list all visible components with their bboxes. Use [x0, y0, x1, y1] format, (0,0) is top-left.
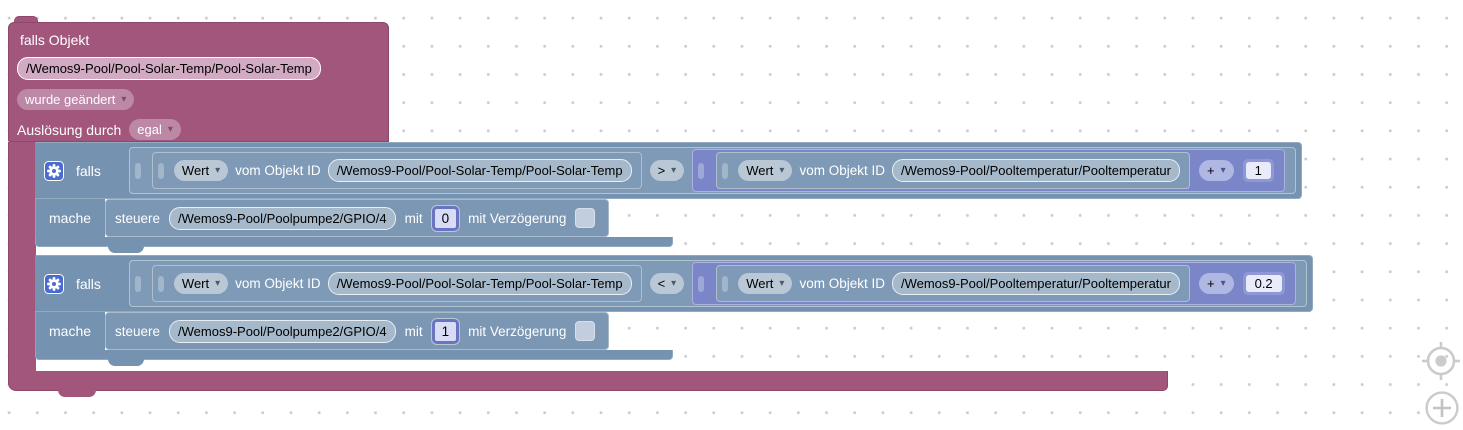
if-block-1[interactable]: falls Wert▾ vom Objekt ID /Wemos9-Pool/P… [35, 142, 1302, 253]
attribute-dropdown[interactable]: Wert▾ [738, 273, 793, 294]
compare-block[interactable]: Wert▾ vom Objekt ID /Wemos9-Pool/Pool-So… [128, 147, 1296, 194]
object-id-field[interactable]: /Wemos9-Pool/Pooltemperatur/Pooltemperat… [891, 272, 1180, 295]
value-getter-block[interactable]: Wert▾ vom Objekt ID /Wemos9-Pool/Pooltem… [716, 265, 1190, 302]
dropdown-arrow-icon: ▾ [671, 278, 677, 289]
do-label: mache [49, 210, 92, 226]
if-label: falls [76, 275, 101, 292]
zoom-in-button[interactable] [1424, 390, 1460, 430]
control-object-id-field[interactable]: /Wemos9-Pool/Poolpumpe2/GPIO/4 [169, 206, 396, 230]
dropdown-arrow-icon: ▾ [779, 278, 785, 289]
if-label: falls [76, 162, 101, 179]
of-object-label: vom Objekt ID [799, 276, 885, 291]
control-object-id-field[interactable]: /Wemos9-Pool/Poolpumpe2/GPIO/4 [169, 319, 396, 343]
trigger-top-connector [14, 16, 38, 25]
of-object-label: vom Objekt ID [235, 163, 321, 178]
object-id-field[interactable]: /Wemos9-Pool/Pool-Solar-Temp/Pool-Solar-… [327, 272, 632, 295]
delay-label: mit Verzögerung [468, 323, 567, 339]
dropdown-arrow-icon: ▾ [779, 165, 785, 176]
trigger-event-dropdown[interactable]: wurde geändert▾ [17, 89, 135, 110]
control-value-block[interactable]: 0 [431, 205, 460, 231]
control-block[interactable]: steuere /Wemos9-Pool/Poolpumpe2/GPIO/4 m… [105, 312, 610, 350]
compare-block[interactable]: Wert▾ vom Objekt ID /Wemos9-Pool/Pool-So… [128, 260, 1307, 307]
if-block-foot [35, 350, 673, 366]
of-object-label: vom Objekt ID [799, 163, 885, 178]
attribute-dropdown[interactable]: Wert▾ [173, 273, 229, 294]
math-operator-dropdown[interactable]: +▾ [1198, 160, 1234, 181]
dropdown-arrow-icon: ▾ [215, 165, 221, 176]
if-block-2[interactable]: falls Wert▾ vom Objekt ID /Wemos9-Pool/P… [35, 255, 1313, 366]
puzzle-connector [722, 275, 729, 292]
puzzle-connector [134, 275, 141, 292]
math-block[interactable]: Wert▾ vom Objekt ID /Wemos9-Pool/Pooltem… [692, 149, 1285, 192]
delay-checkbox[interactable] [575, 208, 596, 228]
of-object-label: vom Objekt ID [235, 276, 321, 291]
attribute-dropdown[interactable]: Wert▾ [173, 160, 229, 181]
trigger-bottom-connector [58, 389, 96, 397]
control-value-block[interactable]: 1 [431, 318, 460, 344]
dropdown-arrow-icon: ▾ [167, 124, 173, 135]
control-verb-label: steuere [115, 210, 161, 226]
gear-icon[interactable] [44, 160, 64, 181]
trigger-block[interactable]: falls Objekt /Wemos9-Pool/Pool-Solar-Tem… [8, 22, 389, 142]
math-operator-dropdown[interactable]: +▾ [1198, 273, 1234, 294]
trigger-object-id-field[interactable]: /Wemos9-Pool/Pool-Solar-Temp/Pool-Solar-… [17, 57, 321, 80]
control-block[interactable]: steuere /Wemos9-Pool/Poolpumpe2/GPIO/4 m… [105, 199, 610, 237]
operator-dropdown[interactable]: <▾ [649, 273, 685, 294]
trigger-by-dropdown[interactable]: egal▾ [129, 119, 181, 140]
object-id-field[interactable]: /Wemos9-Pool/Pool-Solar-Temp/Pool-Solar-… [327, 159, 632, 182]
trigger-title: falls Objekt [20, 32, 90, 48]
dropdown-arrow-icon: ▾ [1220, 278, 1226, 289]
if-block-foot [35, 237, 673, 253]
do-label: mache [49, 323, 92, 339]
dropdown-arrow-icon: ▾ [215, 278, 221, 289]
math-block[interactable]: Wert▾ vom Objekt ID /Wemos9-Pool/Pooltem… [692, 262, 1296, 305]
with-label: mit [404, 210, 423, 226]
attribute-dropdown[interactable]: Wert▾ [738, 160, 793, 181]
number-block[interactable]: 0.2 [1242, 272, 1285, 295]
value-getter-block[interactable]: Wert▾ vom Objekt ID /Wemos9-Pool/Pool-So… [151, 265, 642, 302]
dropdown-arrow-icon: ▾ [671, 165, 677, 176]
value-getter-block[interactable]: Wert▾ vom Objekt ID /Wemos9-Pool/Pool-So… [151, 152, 642, 189]
number-block[interactable]: 1 [1242, 159, 1274, 182]
dropdown-arrow-icon: ▾ [121, 94, 127, 105]
object-id-field[interactable]: /Wemos9-Pool/Pooltemperatur/Pooltemperat… [891, 159, 1180, 182]
gear-icon[interactable] [44, 273, 64, 294]
puzzle-connector [698, 162, 705, 179]
puzzle-connector [722, 162, 729, 179]
puzzle-connector [134, 162, 141, 179]
center-view-button[interactable] [1420, 340, 1462, 389]
puzzle-connector [698, 275, 705, 292]
dropdown-arrow-icon: ▾ [1220, 165, 1226, 176]
trigger-left-spine [8, 142, 36, 371]
puzzle-connector [157, 162, 164, 179]
control-verb-label: steuere [115, 323, 161, 339]
delay-checkbox[interactable] [575, 321, 596, 341]
trigger-bottom-bar [8, 371, 1168, 391]
puzzle-connector [157, 275, 164, 292]
delay-label: mit Verzögerung [468, 210, 567, 226]
with-label: mit [404, 323, 423, 339]
operator-dropdown[interactable]: >▾ [649, 160, 685, 181]
value-getter-block[interactable]: Wert▾ vom Objekt ID /Wemos9-Pool/Pooltem… [716, 152, 1190, 189]
trigger-by-label: Auslösung durch [17, 121, 122, 138]
